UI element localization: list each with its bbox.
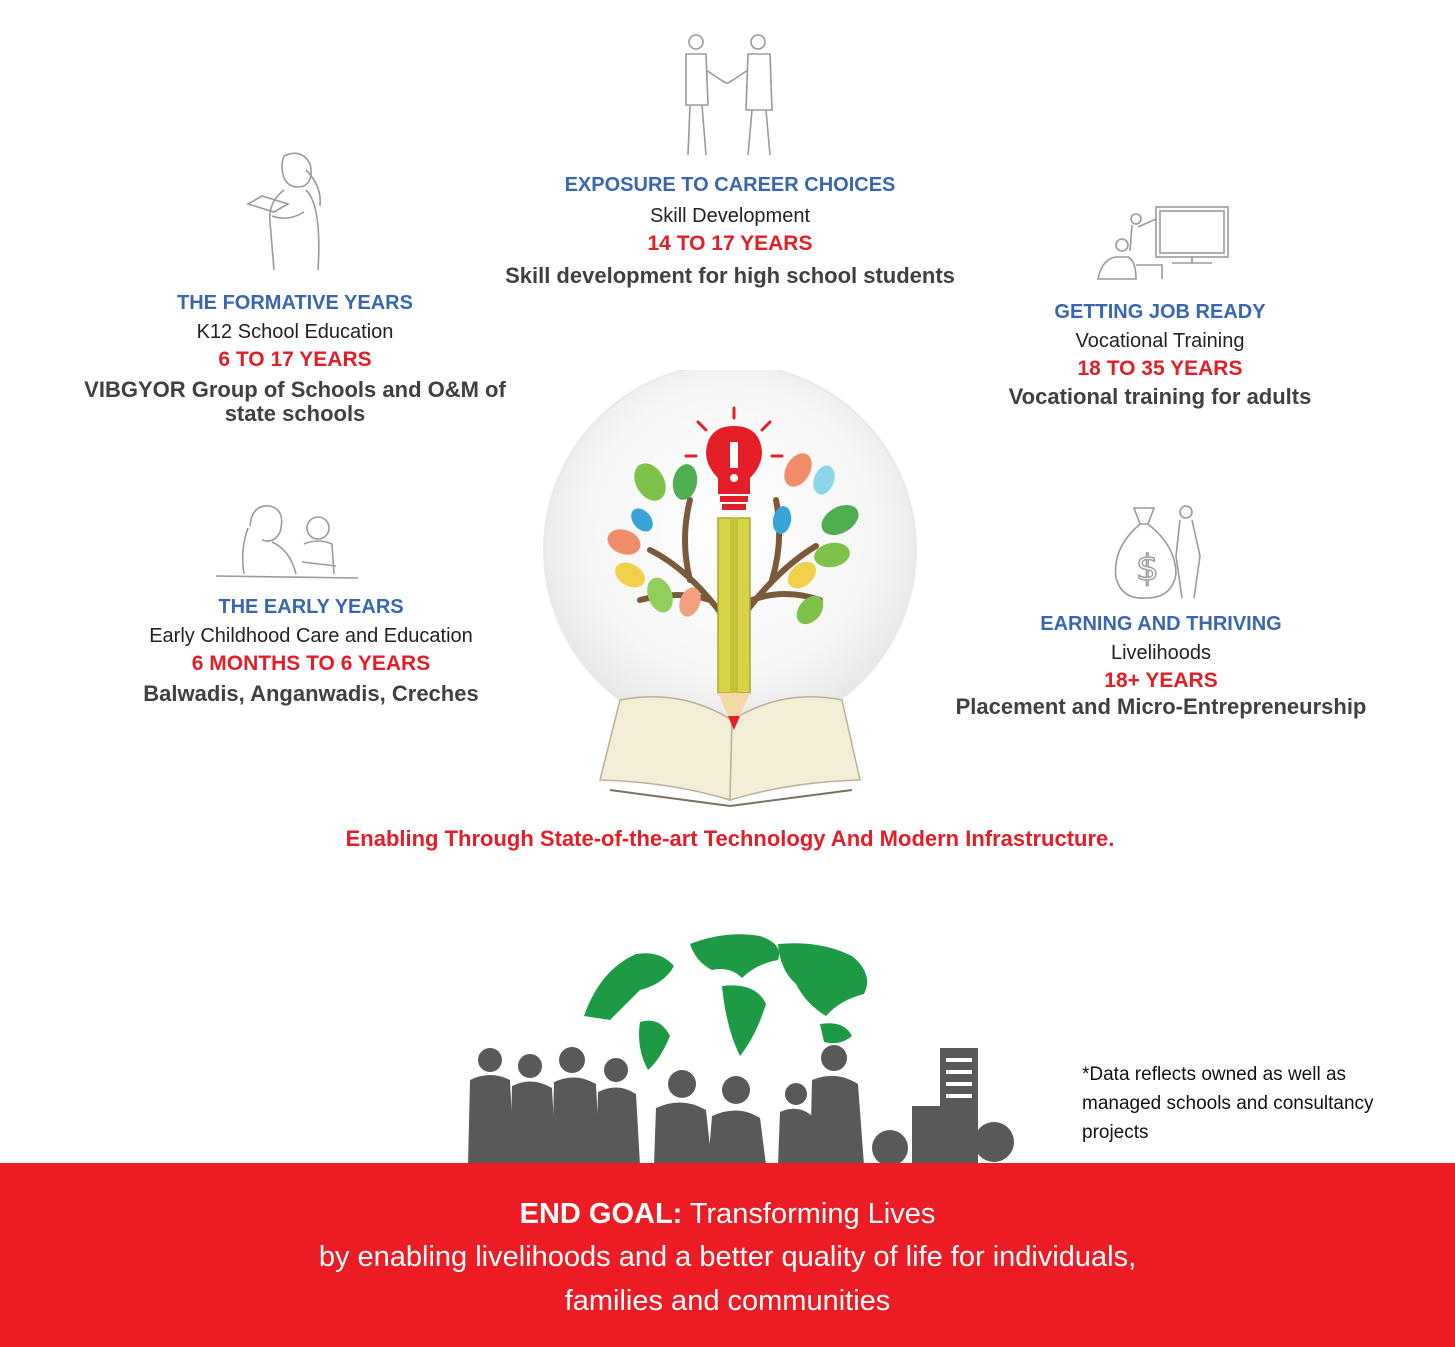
stage-description: Placement and Micro-Entrepreneurship bbox=[955, 694, 1367, 719]
stage-subtitle: Livelihoods bbox=[1110, 642, 1212, 664]
handshake-icon bbox=[685, 34, 773, 156]
end-goal-banner: END GOAL: Transforming Lives by enabling… bbox=[0, 1163, 1455, 1347]
stage-career: EXPOSURE TO CAREER CHOICES Skill Develop… bbox=[480, 172, 980, 288]
stage-heading: THE EARLY YEARS bbox=[218, 596, 404, 618]
stage-early: THE EARLY YEARS Early Childhood Care and… bbox=[100, 594, 522, 706]
stage-heading: EXPOSURE TO CAREER CHOICES bbox=[564, 174, 896, 196]
stage-ages: 6 MONTHS TO 6 YEARS bbox=[191, 652, 431, 675]
stage-description: Skill development for high school studen… bbox=[505, 263, 955, 288]
tagline: Enabling Through State-of-the-art Techno… bbox=[345, 826, 1115, 851]
end-goal-label: END GOAL: bbox=[519, 1198, 683, 1230]
globe-community-icon bbox=[468, 926, 1014, 1165]
stage-formative: THE FORMATIVE YEARS K12 School Education… bbox=[60, 290, 530, 426]
svg-text:$: $ bbox=[1136, 548, 1159, 589]
stage-earning: EARNING AND THRIVING Livelihoods 18+ YEA… bbox=[940, 611, 1382, 719]
stage-subtitle: Vocational Training bbox=[1075, 330, 1245, 352]
stage-job: GETTING JOB READY Vocational Training 18… bbox=[960, 299, 1360, 409]
stage-subtitle: Skill Development bbox=[649, 205, 811, 227]
classroom-board-icon bbox=[1097, 206, 1229, 280]
footnote: *Data reflects owned as well as managed … bbox=[1082, 1064, 1374, 1143]
stage-description: VIBGYOR Group of Schools and O&M of stat… bbox=[60, 378, 530, 426]
stage-ages: 14 TO 17 YEARS bbox=[647, 232, 813, 255]
stage-description: Vocational training for adults bbox=[1008, 384, 1312, 409]
end-goal-title-text: Transforming Lives bbox=[682, 1198, 936, 1230]
stage-subtitle: Early Childhood Care and Education bbox=[149, 625, 473, 647]
stage-ages: 18 TO 35 YEARS bbox=[1077, 357, 1243, 380]
end-goal-line: families and communities bbox=[564, 1285, 891, 1317]
student-reading-icon bbox=[245, 152, 322, 271]
parent-child-reading-icon bbox=[215, 505, 359, 579]
end-goal-title: END GOAL: Transforming Lives bbox=[0, 1193, 1455, 1235]
stage-subtitle: K12 School Education bbox=[196, 321, 394, 343]
stage-heading: THE FORMATIVE YEARS bbox=[177, 292, 413, 314]
stage-ages: 18+ YEARS bbox=[1104, 669, 1218, 692]
stage-description: Balwadis, Anganwadis, Creches bbox=[143, 681, 479, 706]
money-bag-icon: $ bbox=[1114, 505, 1201, 599]
end-goal-line: by enabling livelihoods and a better qua… bbox=[318, 1241, 1137, 1273]
stage-description-line: VIBGYOR Group of Schools and O&M of bbox=[84, 377, 506, 402]
stage-ages: 6 TO 17 YEARS bbox=[218, 348, 372, 371]
stage-heading: EARNING AND THRIVING bbox=[1040, 613, 1282, 635]
stage-heading: GETTING JOB READY bbox=[1054, 301, 1266, 323]
pencil-tree-lightbulb-book-icon bbox=[543, 370, 917, 808]
stage-description-line: state schools bbox=[224, 401, 366, 426]
